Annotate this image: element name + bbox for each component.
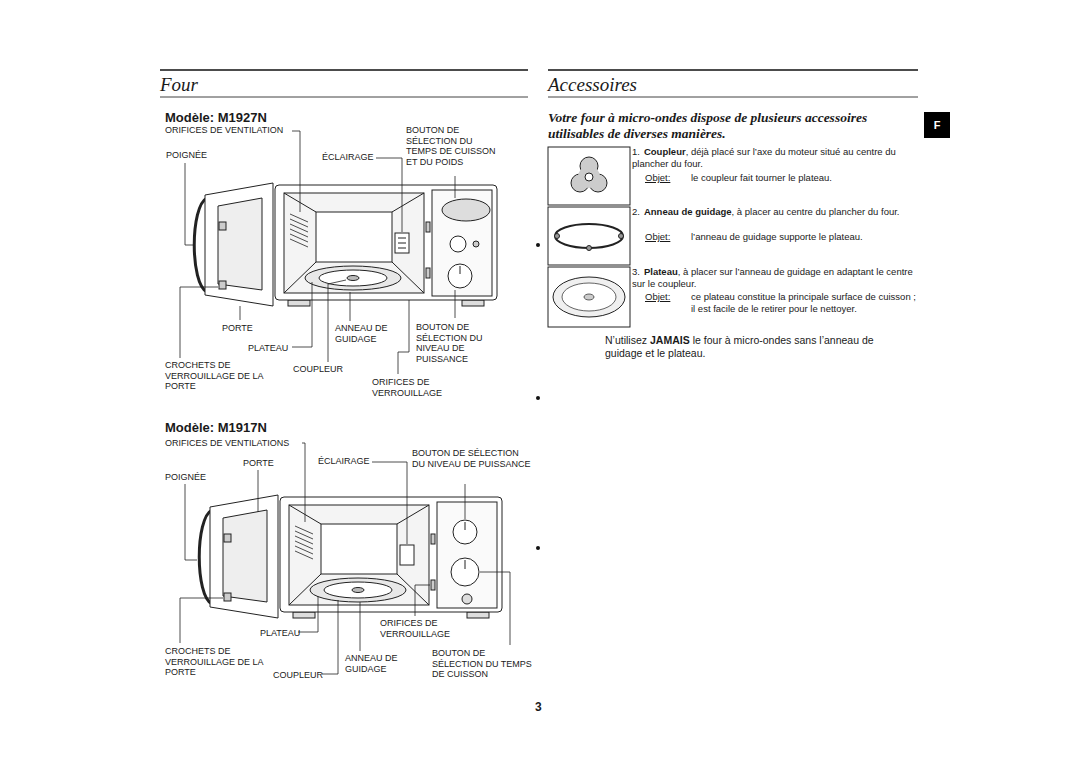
part-label: COUPLEUR <box>273 670 323 681</box>
part-label: ORIFICES DE VENTILATIONS <box>165 438 305 449</box>
part-label: ÉCLAIRAGE <box>322 152 376 163</box>
leader-lines <box>180 131 510 674</box>
microwave-m1917n <box>199 495 502 618</box>
item-text: , à placer au centre du plancher du four… <box>732 206 900 217</box>
intro-text: Votre four à micro-ondes dispose de plus… <box>548 110 920 142</box>
objet-text: l’anneau de guidage supporte le plateau. <box>691 231 918 243</box>
language-tab: F <box>924 112 950 138</box>
item-number: 3. <box>632 266 640 277</box>
model-name: Modèle: M1927N <box>165 110 365 125</box>
part-label: BOUTON DE SÉLECTION DU NIVEAU DE PUISSAN… <box>412 448 532 469</box>
part-label: BOUTON DE SÉLECTION DU TEMPS DE CUISSON <box>432 648 532 680</box>
margin-dots <box>536 243 540 550</box>
objet-row: Objet:le coupleur fait tourner le platea… <box>645 172 918 184</box>
header-rules <box>160 70 918 97</box>
item-paragraph: 2. Anneau de guidage, à placer au centre … <box>632 206 918 218</box>
section-heading: Accessoires <box>548 74 798 96</box>
page-number: 3 <box>535 700 555 714</box>
part-label: ORIFICES DE VERROUILLAGE <box>372 377 452 398</box>
part-label: PLATEAU <box>260 628 305 639</box>
item-paragraph: 1.Coupleur, déjà placé sur l’axe du mote… <box>632 146 918 170</box>
part-label: ÉCLAIRAGE <box>318 456 372 467</box>
item-paragraph: 3.Plateau, à placer sur l’anneau de guid… <box>632 266 918 290</box>
objet-text: ce plateau constitue la principale surfa… <box>691 291 918 315</box>
objet-label: Objet: <box>645 172 691 184</box>
part-label: COUPLEUR <box>293 364 343 375</box>
control-panel <box>432 190 492 296</box>
objet-text: le coupleur fait tourner le plateau. <box>691 172 918 184</box>
note-emphasis: JAMAIS <box>650 334 690 346</box>
part-label: POIGNÉE <box>165 472 225 483</box>
part-label: ORIFICES DE VENTILATION <box>165 125 305 136</box>
part-label: BOUTON DE SÉLECTION DU TEMPS DE CUISSON … <box>406 125 498 167</box>
part-label: BOUTON DE SÉLECTION DU NIVEAU DE PUISSAN… <box>416 322 508 364</box>
microwave-m1927n <box>194 183 497 306</box>
part-label: CROCHETS DE VERROUILLAGE DE LA PORTE <box>165 646 265 678</box>
part-label: PORTE <box>222 323 262 334</box>
note-text: N’utilisez <box>605 334 647 346</box>
part-label: PLATEAU <box>248 343 293 354</box>
part-label: POIGNÉE <box>166 150 226 161</box>
part-label: ORIFICES DE VERROUILLAGE <box>380 618 460 639</box>
objet-row: Objet:l’anneau de guidage supporte le pl… <box>645 231 918 243</box>
note-paragraph: N’utilisezJAMAISle four à micro-ondes sa… <box>605 334 905 360</box>
section-heading: Four <box>160 74 360 96</box>
tab-letter: F <box>934 119 941 131</box>
item-name: Plateau <box>644 266 678 277</box>
item-number: 2. <box>632 206 640 217</box>
part-label: CROCHETS DE VERROUILLAGE DE LA PORTE <box>165 360 265 392</box>
objet-label: Objet: <box>645 231 691 243</box>
objet-row: Objet:ce plateau constitue la principale… <box>645 291 918 315</box>
item-number: 1. <box>632 146 640 157</box>
item-name: Anneau de guidage <box>644 206 732 217</box>
accessory-pictures <box>548 147 630 327</box>
part-label: ANNEAU DE GUIDAGE <box>345 653 407 674</box>
part-label: PORTE <box>243 458 283 469</box>
part-label: ANNEAU DE GUIDAGE <box>335 323 397 344</box>
model-name: Modèle: M1917N <box>165 420 365 435</box>
objet-label: Objet: <box>645 291 691 315</box>
item-name: Coupleur <box>644 146 686 157</box>
